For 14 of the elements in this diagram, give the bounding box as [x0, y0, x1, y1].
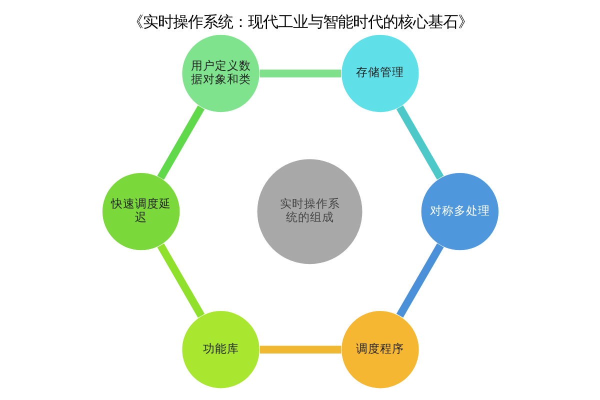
connector — [156, 244, 204, 318]
connector — [396, 105, 444, 180]
node-circle: 实时操作系统的组成 — [256, 158, 363, 265]
connector — [396, 243, 444, 318]
node-circle: 功能库 — [180, 310, 260, 390]
connector — [259, 346, 341, 354]
connector — [259, 70, 341, 78]
node-circle: 对称多处理 — [420, 172, 499, 251]
node-circle: 调度程序 — [340, 310, 420, 390]
diagram-title: 《实时操作系统：现代工业与智能时代的核心基石》 — [128, 12, 473, 31]
node-circle: 快速调度延迟 — [101, 172, 180, 251]
node-circle: 用户定义数据对象和类 — [180, 34, 260, 113]
connector — [156, 105, 204, 180]
node-circle: 存储管理 — [340, 34, 420, 113]
